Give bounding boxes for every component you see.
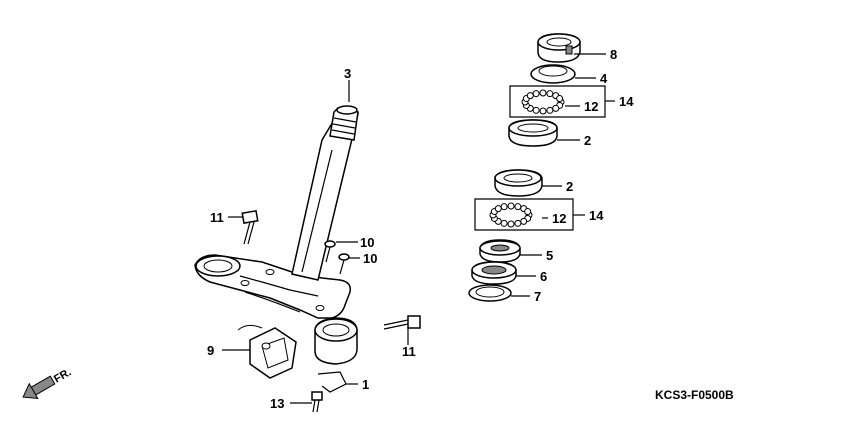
callout-11-left: 11 — [210, 210, 224, 225]
clip — [317, 371, 347, 393]
steel-ball — [532, 90, 540, 98]
dust-seal — [471, 261, 517, 285]
bolt-upper-left — [241, 209, 259, 245]
steering-head-nut — [537, 33, 581, 63]
callout-8: 8 — [610, 47, 617, 62]
washer — [468, 284, 512, 302]
callout-7: 7 — [534, 289, 541, 304]
cable-guide-bracket — [237, 324, 297, 379]
steel-ball — [500, 203, 508, 211]
steel-ball — [546, 106, 554, 114]
callout-5: 5 — [546, 248, 553, 263]
callout-11-right: 11 — [402, 344, 416, 359]
callout-6: 6 — [540, 269, 547, 284]
steel-ball — [539, 89, 547, 97]
steel-ball — [494, 205, 502, 213]
callout-14-upper: 14 — [619, 94, 634, 109]
callout-12-upper: 12 — [584, 99, 598, 114]
steel-ball — [524, 208, 532, 216]
callout-2-lower: 2 — [566, 179, 573, 194]
steel-ball — [507, 202, 515, 210]
steel-ball — [514, 219, 522, 227]
callout-3: 3 — [344, 66, 351, 81]
upper-steel-balls — [521, 89, 565, 115]
callout-14-lower: 14 — [589, 208, 604, 223]
callout-4: 4 — [600, 71, 608, 86]
steering-stem — [194, 105, 359, 365]
front-label: FR. — [52, 366, 73, 385]
steel-ball — [514, 203, 522, 211]
diagram-code: KCS3-F0500B — [655, 388, 734, 402]
screw-upper — [324, 240, 336, 263]
bolt-bottom — [311, 391, 323, 413]
lower-steel-balls — [489, 202, 533, 228]
callout-1: 1 — [362, 377, 369, 392]
bolt-right — [383, 315, 421, 330]
steel-ball — [552, 104, 560, 112]
lower-bearing-race — [494, 169, 543, 197]
upper-bearing-race — [508, 119, 558, 147]
callout-13: 13 — [270, 396, 284, 411]
callout-2-upper: 2 — [584, 133, 591, 148]
steel-ball — [532, 106, 540, 114]
callout-9: 9 — [207, 343, 214, 358]
front-direction-arrow: FR. — [22, 366, 73, 400]
callouts: 3 8 4 12 14 2 2 12 14 5 6 7 11 10 10 11 … — [207, 47, 634, 411]
screw-lower — [338, 253, 350, 275]
steel-ball — [500, 219, 508, 227]
upper-cone-race — [530, 64, 576, 84]
callout-10-upper: 10 — [360, 235, 374, 250]
steel-ball — [526, 92, 534, 100]
steel-ball — [556, 95, 564, 103]
steel-ball — [539, 107, 547, 115]
steel-ball — [546, 90, 554, 98]
lower-cone-race — [479, 239, 521, 263]
steel-ball — [520, 217, 528, 225]
callout-10-lower: 10 — [363, 251, 377, 266]
callout-12-lower: 12 — [552, 211, 566, 226]
steel-ball — [507, 220, 515, 228]
leader-lines — [222, 53, 615, 404]
